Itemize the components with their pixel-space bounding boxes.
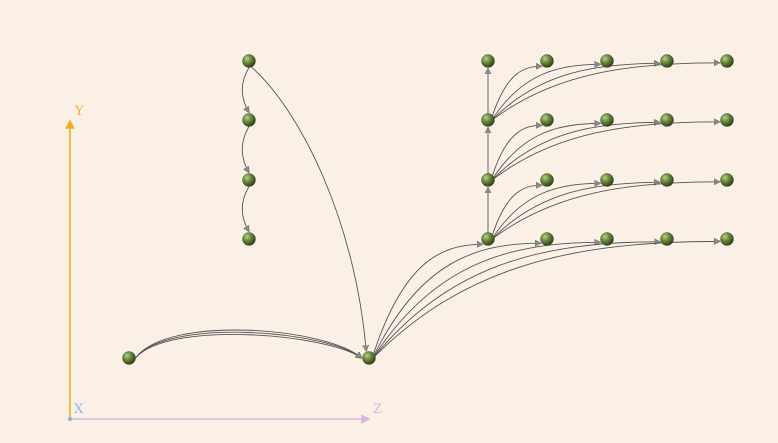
edge-g21-to-g13: [493, 64, 600, 118]
node-src[interactable]: [122, 351, 136, 365]
edge-c1-to-hub: [251, 66, 366, 351]
edge-g31-to-g25: [494, 122, 719, 179]
node-hub[interactable]: [362, 351, 376, 365]
node-g31[interactable]: [481, 173, 495, 187]
node-g44[interactable]: [660, 232, 674, 246]
edge-hub-to-g45: [374, 241, 720, 357]
edge-g41-to-g33: [493, 183, 600, 237]
edges-layer: [135, 63, 720, 358]
z-axis-label: Z: [373, 402, 382, 417]
node-g15[interactable]: [720, 54, 734, 68]
nodes-layer: [122, 54, 734, 365]
edge-hub-to-g44: [374, 242, 660, 356]
node-g42[interactable]: [540, 232, 554, 246]
edge-src-to-hub: [135, 329, 362, 358]
edge-g41-to-g35: [494, 182, 719, 238]
node-c1[interactable]: [242, 54, 256, 68]
node-c2[interactable]: [242, 113, 256, 127]
node-g25[interactable]: [720, 113, 734, 127]
node-g14[interactable]: [660, 54, 674, 68]
node-g45[interactable]: [720, 232, 734, 246]
node-g11[interactable]: [481, 54, 495, 68]
edge-g41-to-g32: [492, 185, 542, 235]
axis-origin: [67, 416, 73, 422]
node-g22[interactable]: [540, 113, 554, 127]
edge-g31-to-g23: [493, 123, 600, 178]
node-g12[interactable]: [540, 54, 554, 68]
edge-hub-to-g41: [373, 244, 483, 354]
node-c4[interactable]: [242, 232, 256, 246]
node-g23[interactable]: [600, 113, 614, 127]
node-g33[interactable]: [600, 173, 614, 187]
node-g43[interactable]: [600, 232, 614, 246]
axes: Y X Z: [65, 104, 382, 424]
node-g21[interactable]: [481, 113, 495, 127]
node-g32[interactable]: [540, 173, 554, 187]
y-axis-label: Y: [74, 104, 84, 119]
edge-c1-to-c2: [241, 67, 249, 113]
node-g24[interactable]: [660, 113, 674, 127]
node-g34[interactable]: [660, 173, 674, 187]
edge-c3-to-c4: [241, 186, 249, 232]
edge-src-to-hub: [135, 334, 362, 358]
edge-g21-to-g12: [492, 66, 542, 116]
edge-g21-to-g15: [494, 63, 719, 119]
edge-c2-to-c3: [241, 126, 249, 173]
edge-g31-to-g22: [492, 125, 542, 176]
edge-g21-to-g14: [493, 63, 660, 119]
edge-src-to-hub: [135, 331, 362, 358]
node-c3[interactable]: [242, 173, 256, 187]
x-axis-label: X: [74, 402, 84, 417]
node-g41[interactable]: [481, 232, 495, 246]
edge-g41-to-g34: [493, 182, 660, 238]
edge-hub-to-g43: [374, 242, 600, 356]
node-g35[interactable]: [720, 173, 734, 187]
edge-g31-to-g24: [493, 122, 660, 179]
edge-hub-to-g42: [374, 243, 540, 355]
node-g13[interactable]: [600, 54, 614, 68]
